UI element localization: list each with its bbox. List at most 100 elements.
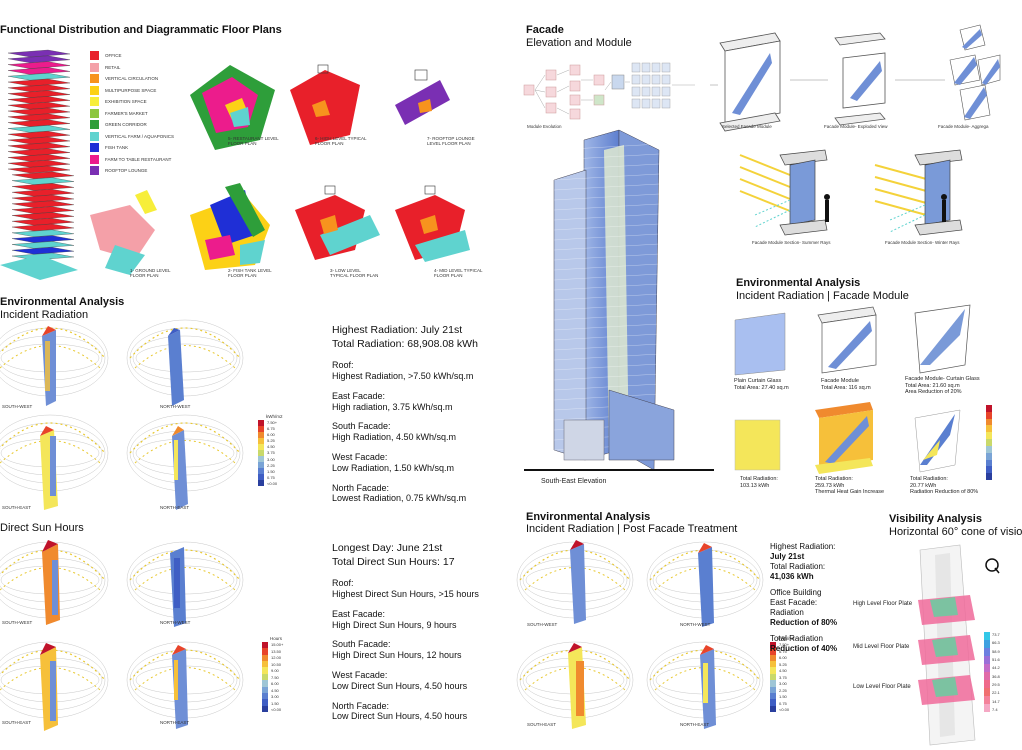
legend-swatch xyxy=(90,131,99,141)
plan-rooftop-level xyxy=(395,69,450,125)
plain-glass-panel xyxy=(734,312,786,376)
legend-item: ROOFTOP LOUNGE xyxy=(90,165,174,177)
facade-module-text: Facade Module Total Area: 116 sq.m xyxy=(821,378,871,391)
legend-label: ROOFTOP LOUNGE xyxy=(105,168,148,174)
radiation-scale-bar xyxy=(258,420,264,486)
sun-line1: Longest Day: June 21st xyxy=(332,542,443,554)
post-l8: Reduction of 80% xyxy=(770,618,838,627)
plain-glass-label: Plain Curtain Glass xyxy=(734,378,782,384)
facade-module-panel xyxy=(817,306,877,374)
legend-swatch xyxy=(90,85,99,95)
plan-low-level xyxy=(295,185,380,260)
view-label-sw: SOUTH-WEST xyxy=(2,404,33,409)
sun-south-h: South Facade: xyxy=(332,639,391,650)
post-view-se: SOUTH-EAST xyxy=(527,722,557,727)
legend-item: RETAIL xyxy=(90,62,174,74)
vis-low-plate xyxy=(918,675,975,705)
sun-view-se: SOUTH-EAST xyxy=(2,720,32,725)
tower-se xyxy=(40,426,58,510)
post-l1: Highest Radiation: xyxy=(770,542,836,551)
plan-fish-tank-level xyxy=(190,183,270,270)
post-view-sw: SOUTH-WEST xyxy=(527,622,558,627)
plan-label-2: 2- FISH TANK LEVEL FLOOR PLAN xyxy=(228,268,272,279)
legend-label: EXHIBITION SPACE xyxy=(105,99,147,105)
tr1-text: Total Radiation: 103.13 kWh xyxy=(740,476,778,489)
legend-label: FARMER'S MARKET xyxy=(105,110,148,116)
floor-plans xyxy=(90,64,470,275)
tower-elevation xyxy=(524,129,714,471)
legend-swatch xyxy=(90,74,99,84)
rad-north-v: Lowest Radiation, 0.75 kWh/sq.m xyxy=(332,493,467,504)
sun-stats: Longest Day: June 21st Total Direct Sun … xyxy=(332,542,507,722)
plain-glass-radiation xyxy=(734,419,781,471)
legend-label: RETAIL xyxy=(105,64,121,70)
legend-swatch xyxy=(90,51,99,61)
facade-module-views xyxy=(710,24,1001,132)
tower-sw xyxy=(42,326,56,406)
stacked-tower-diagram xyxy=(0,49,78,280)
winter-rays xyxy=(874,149,963,236)
elevation-label: South-East Elevation xyxy=(541,478,607,485)
sun-line2: Total Direct Sun Hours: 17 xyxy=(332,555,455,568)
visibility-subtitle: Horizontal 60° cone of visio xyxy=(889,526,1022,538)
legend-label: VERTICAL CIRCULATION xyxy=(105,76,159,82)
selected-module xyxy=(719,32,781,132)
fmcg-label: Facade Module- Curtain Glass xyxy=(905,376,980,382)
post-l7: Radiation xyxy=(770,608,804,617)
radiation-scale-unit: kWh/m2 xyxy=(266,414,283,419)
rad-line1: Highest Radiation: July 21st xyxy=(332,324,463,336)
legend-swatch xyxy=(90,97,99,107)
legend-label: GREEN CORRIDOR xyxy=(105,122,147,128)
legend-swatch xyxy=(90,143,99,153)
view-label-nw: NORTH-WEST xyxy=(160,404,191,409)
legend-item: FISH TANK xyxy=(90,142,174,154)
rad-south-h: South Facade: xyxy=(332,421,391,432)
fm-label: Facade Module xyxy=(821,378,859,384)
sun-scale-bar xyxy=(262,642,268,712)
legend-label: OFFICE xyxy=(105,53,122,59)
post-l2: July 21st xyxy=(770,552,805,561)
fm-area: Total Area: 116 sq.m xyxy=(821,384,871,391)
plan-label-5: 5- RESTAURANT LEVEL FLOOR PLAN xyxy=(228,136,279,147)
sun-view-ne: NORTH-EAST xyxy=(160,720,190,725)
tr3-a: Total Radiation: xyxy=(910,476,948,482)
plan-label-7: 7- ROOFTOP LOUNGE LEVEL FLOOR PLAN xyxy=(427,136,475,147)
facade-env-subtitle: Incident Radiation | Facade Module xyxy=(736,290,909,302)
tr3-text: Total Radiation: 20.77 kWh Radiation Red… xyxy=(910,476,978,496)
radiation-stats: Highest Radiation: July 21st Total Radia… xyxy=(332,324,502,504)
post-treatment-domes xyxy=(516,540,764,729)
post-l5: Office Building xyxy=(770,588,822,597)
post-env-subtitle: Incident Radiation | Post Facade Treatme… xyxy=(526,523,738,535)
sun-south-v: High Direct Sun Hours, 12 hours xyxy=(332,650,462,661)
rad-line2: Total Radiation: 68,908.08 kWh xyxy=(332,337,478,350)
vis-high-plate xyxy=(918,595,975,625)
legend-label: FARM TO TABLE RESTAURANT xyxy=(105,156,172,162)
plan-label-3: 3- LOW LEVEL TYPICAL FLOOR PLAN xyxy=(330,268,379,279)
tr2-b: 259.73 kWh xyxy=(815,482,845,489)
tr1-a: Total Radiation: xyxy=(740,476,778,482)
functional-title: Functional Distribution and Diagrammatic… xyxy=(0,24,282,36)
legend-swatch xyxy=(90,166,99,176)
module-evolution-label: Module Evolution xyxy=(527,124,562,129)
module-scale-bar xyxy=(986,405,992,480)
fmcg-area: Total Area: 21.60 sq.m xyxy=(905,382,960,389)
summer-rays-label: Facade Module Section- Summer Rays xyxy=(752,240,831,245)
plain-glass-area: Total Area: 27.40 sq.m xyxy=(734,384,789,391)
plan-label-1: 1- GROUND LEVEL FLOOR PLAN xyxy=(130,268,171,279)
selected-module-label: Selected Facade Module xyxy=(722,124,772,129)
module-scale xyxy=(986,405,992,480)
vis-mid-label: Mid Level Floor Plate xyxy=(853,644,910,650)
tr1-b: 103.13 kWh xyxy=(740,482,770,489)
legend-item: VERTICAL FARM / AQUAPONICS xyxy=(90,131,174,143)
legend-item: MULTIPURPOSE SPACE xyxy=(90,85,174,97)
rad-south-v: High Radiation, 4.50 kWh/sq.m xyxy=(332,432,457,443)
legend-item: GREEN CORRIDOR xyxy=(90,119,174,131)
post-l4: 41,036 kWh xyxy=(770,572,814,581)
legend-label: FISH TANK xyxy=(105,145,129,151)
plain-glass-text: Plain Curtain Glass Total Area: 27.40 sq… xyxy=(734,378,789,391)
module-evolution-diagram xyxy=(523,62,695,120)
legend-item: FARM TO TABLE RESTAURANT xyxy=(90,154,174,166)
